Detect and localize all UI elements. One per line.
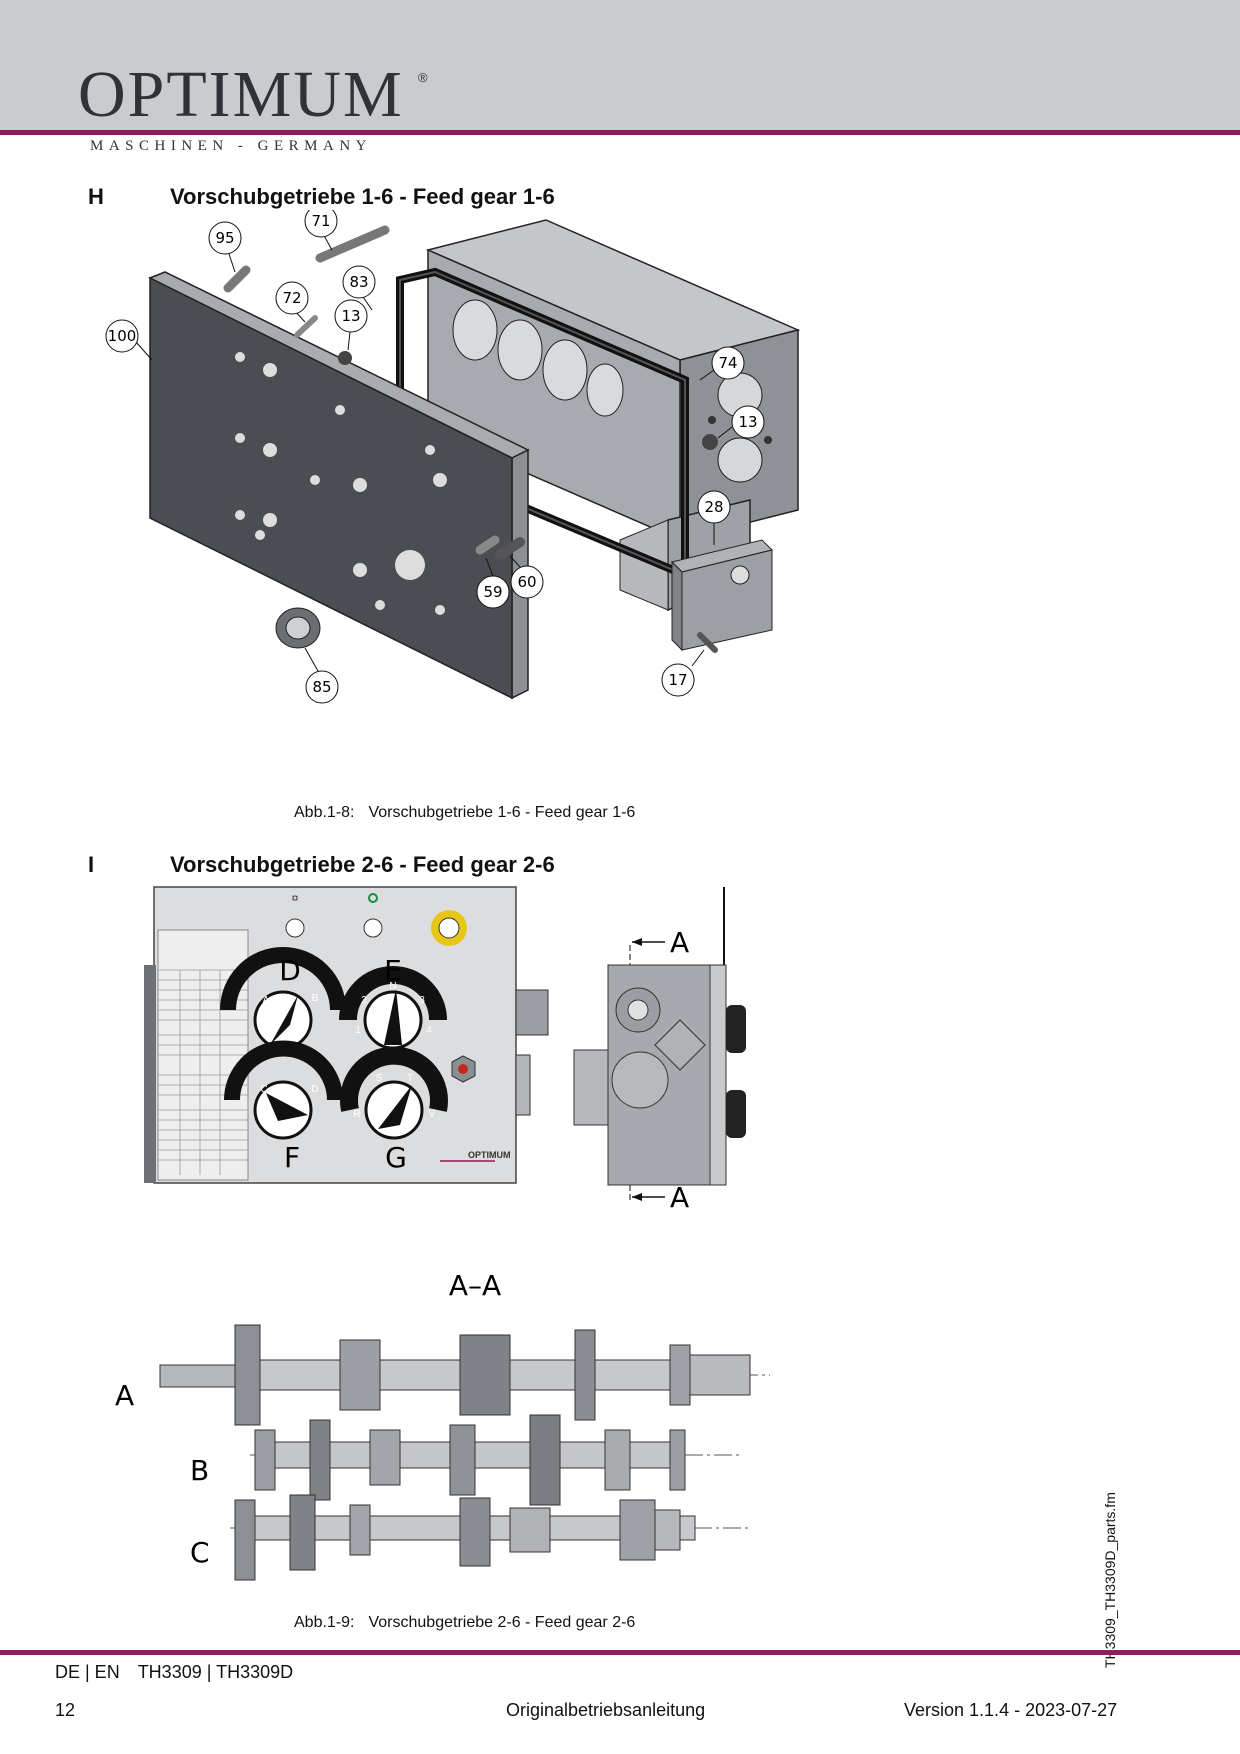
callout-83: 83 xyxy=(349,273,368,291)
footer-language: DE | EN xyxy=(55,1662,120,1682)
header-rule xyxy=(0,130,1240,135)
knob-e-pos-3: 3 xyxy=(419,995,425,1006)
callout-13-top: 13 xyxy=(341,307,360,325)
knob-e-pos-2: 2 xyxy=(361,995,367,1006)
knob-f: F C D xyxy=(224,1040,343,1174)
callout-72: 72 xyxy=(282,289,301,307)
callout-74: 74 xyxy=(718,354,737,372)
caption-text: Vorschubgetriebe 1-6 - Feed gear 1-6 xyxy=(368,804,636,821)
knob-label-e: E xyxy=(384,954,402,987)
caption-text: Vorschubgetriebe 2-6 - Feed gear 2-6 xyxy=(368,1614,636,1631)
callout-100: 100 xyxy=(108,327,137,345)
section-h-title: Vorschubgetriebe 1-6 - Feed gear 1-6 xyxy=(170,184,555,209)
knob-f-pos-d: D xyxy=(311,1084,318,1095)
footer-document-title: Originalbetriebsanleitung xyxy=(506,1700,706,1720)
shaft-b: B xyxy=(190,1414,740,1506)
knob-g: G S T R V xyxy=(340,1046,448,1174)
screws xyxy=(223,225,718,653)
cover-plate xyxy=(671,539,773,652)
knob-label-g: G xyxy=(385,1141,407,1174)
knob-d-pos-b: B xyxy=(312,993,319,1004)
sight-glass xyxy=(275,607,321,649)
shaft-label-b: B xyxy=(190,1454,209,1487)
callout-71: 71 xyxy=(311,212,330,230)
knob-d-pos-a: A xyxy=(263,995,270,1006)
callout-17: 17 xyxy=(668,671,687,689)
footer-models: DE | EN TH3309 | TH3309D xyxy=(55,1662,293,1683)
brand-tagline: MASCHINEN - GERMANY xyxy=(90,138,373,154)
section-h-letter: H xyxy=(88,184,104,209)
header-band xyxy=(0,0,1240,130)
knob-g-pos-t: T xyxy=(407,1073,413,1084)
feed-gear-control-panel: ¤ D A B E 2 N 3 1 4 F C D G S T R V xyxy=(144,886,549,1184)
caption-label: Abb.1-8: xyxy=(294,804,355,821)
knob-g-pos-r: R xyxy=(353,1109,360,1120)
svg-text:¤: ¤ xyxy=(292,891,299,905)
section-i-title: Vorschubgetriebe 2-6 - Feed gear 2-6 xyxy=(170,852,555,877)
page-number: 12 xyxy=(55,1700,76,1720)
source-file-name: TH3309_TH3309D_parts.fm xyxy=(1102,1492,1118,1668)
section-view-title: A–A xyxy=(449,1270,501,1302)
feed-gear-1-6-exploded-drawing: 71 95 83 72 13 100 74 13 28 59 60 8 xyxy=(105,210,801,704)
footer-version: Version 1.1.4 - 2023-07-27 xyxy=(904,1700,1118,1720)
callout-85: 85 xyxy=(312,678,331,696)
knob-e-pos-4: 4 xyxy=(426,1025,432,1036)
section-i-letter: I xyxy=(88,852,95,877)
callout-28: 28 xyxy=(704,498,723,516)
section-marker-bottom: A xyxy=(670,1181,689,1214)
panel-brand: OPTIMUM xyxy=(468,1150,511,1160)
footer-rule xyxy=(0,1650,1240,1655)
footer-products: TH3309 | TH3309D xyxy=(137,1662,294,1682)
callout-60: 60 xyxy=(517,573,536,591)
shaft-c: C xyxy=(190,1494,750,1581)
knob-e-pos-1: 1 xyxy=(355,1025,361,1036)
callouts: 71 95 83 72 13 100 74 13 28 59 60 8 xyxy=(105,210,765,704)
caption-label: Abb.1-9: xyxy=(294,1614,355,1631)
knob-label-d: D xyxy=(279,954,301,987)
feed-gear-section-a-a: A–A A B C xyxy=(115,1270,770,1581)
knob-label-f: F xyxy=(284,1141,300,1174)
section-marker-top: A xyxy=(670,926,689,959)
registered-mark: ® xyxy=(418,70,428,85)
shaft-a: A xyxy=(115,1324,770,1426)
knob-g-pos-v: V xyxy=(429,1109,436,1120)
brand-logo: OPTIMUM xyxy=(78,58,404,131)
shaft-label-a: A xyxy=(115,1379,134,1412)
callout-13-right: 13 xyxy=(738,413,757,431)
front-plate xyxy=(148,271,530,700)
figure-caption-1-8: Abb.1-8: Vorschubgetriebe 1-6 - Feed gear… xyxy=(294,804,635,822)
knob-f-pos-c: C xyxy=(260,1084,267,1095)
knob-d: D A B xyxy=(220,947,346,1050)
callout-59: 59 xyxy=(483,583,502,601)
figure-caption-1-9: Abb.1-9: Vorschubgetriebe 2-6 - Feed gear… xyxy=(294,1614,635,1632)
feed-gear-side-view: A A xyxy=(573,887,746,1214)
knob-e-pos-n: N xyxy=(389,981,396,992)
shaft-label-c: C xyxy=(190,1536,210,1569)
callout-95: 95 xyxy=(215,229,234,247)
feed-table-plate xyxy=(157,929,249,1181)
knob-g-pos-s: S xyxy=(376,1073,383,1084)
